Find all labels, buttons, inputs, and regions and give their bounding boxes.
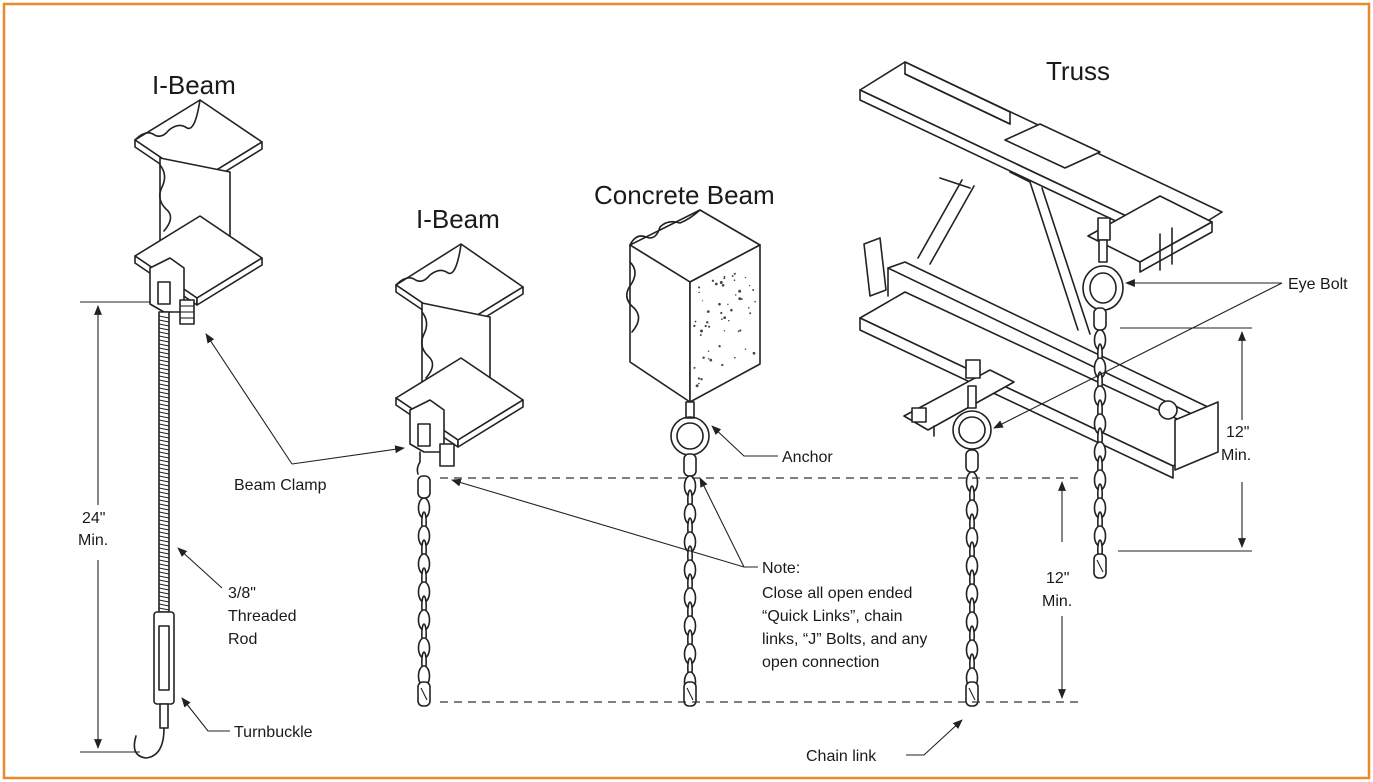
threaded-rod-label-2: Threaded bbox=[228, 608, 297, 625]
dimension-24in bbox=[80, 301, 150, 753]
concrete-anchor bbox=[670, 401, 710, 456]
note-line-4: open connection bbox=[762, 654, 879, 671]
left-turnbuckle bbox=[133, 611, 175, 759]
truss-structure bbox=[859, 61, 1223, 479]
concrete-block bbox=[626, 209, 761, 403]
center-ibeam bbox=[395, 243, 524, 448]
chain-truss-lower bbox=[965, 449, 979, 707]
threaded-rod-label-3: Rod bbox=[228, 631, 257, 648]
turnbuckle-label: Turnbuckle bbox=[234, 724, 313, 741]
dim-12-upper-value: 12" bbox=[1226, 424, 1249, 441]
dim-24-min: Min. bbox=[78, 532, 108, 549]
title-truss: Truss bbox=[1046, 56, 1110, 86]
dim-24-value: 24" bbox=[82, 510, 105, 527]
note-line-1: Close all open ended bbox=[762, 585, 912, 602]
beam-clamp-leader-2 bbox=[291, 445, 405, 465]
chain-ibeam bbox=[417, 475, 431, 707]
note-line-3: links, “J” Bolts, and any bbox=[762, 631, 927, 648]
dimension-12in-upper bbox=[1118, 327, 1252, 552]
note-leader-1 bbox=[451, 478, 758, 568]
dim-12-upper-min: Min. bbox=[1221, 447, 1251, 464]
note-line-2: “Quick Links”, chain bbox=[762, 608, 903, 625]
turnbuckle-leader bbox=[181, 697, 230, 732]
chain-truss-upper bbox=[1093, 307, 1107, 579]
threaded-rod-label-1: 3/8" bbox=[228, 585, 256, 602]
left-beam-clamp bbox=[149, 257, 195, 325]
center-beam-clamp bbox=[409, 399, 455, 475]
chain-concrete bbox=[683, 453, 697, 707]
dim-12-lower-value: 12" bbox=[1046, 570, 1069, 587]
truss-eye-bolt-lower bbox=[952, 385, 992, 450]
note-leader-2 bbox=[699, 477, 758, 568]
anchor-leader bbox=[711, 425, 778, 457]
title-ibeam-center: I-Beam bbox=[416, 204, 500, 234]
chain-link-leader bbox=[906, 719, 963, 756]
eye-bolt-leader-2 bbox=[993, 282, 1283, 429]
title-concrete-beam: Concrete Beam bbox=[594, 180, 775, 210]
threaded-rod-leader bbox=[177, 547, 223, 589]
truss-eye-bolt-upper bbox=[1082, 239, 1124, 311]
eye-bolt-label: Eye Bolt bbox=[1288, 276, 1348, 293]
left-threaded-rod bbox=[158, 311, 170, 613]
beam-clamp-label: Beam Clamp bbox=[234, 477, 327, 494]
beam-clamp-leader-1 bbox=[205, 333, 293, 465]
anchor-label: Anchor bbox=[782, 449, 833, 466]
chain-link-label: Chain link bbox=[806, 748, 877, 765]
title-ibeam-left: I-Beam bbox=[152, 70, 236, 100]
concrete-texture bbox=[693, 272, 756, 388]
note-heading: Note: bbox=[762, 560, 800, 577]
dim-12-lower-min: Min. bbox=[1042, 593, 1072, 610]
